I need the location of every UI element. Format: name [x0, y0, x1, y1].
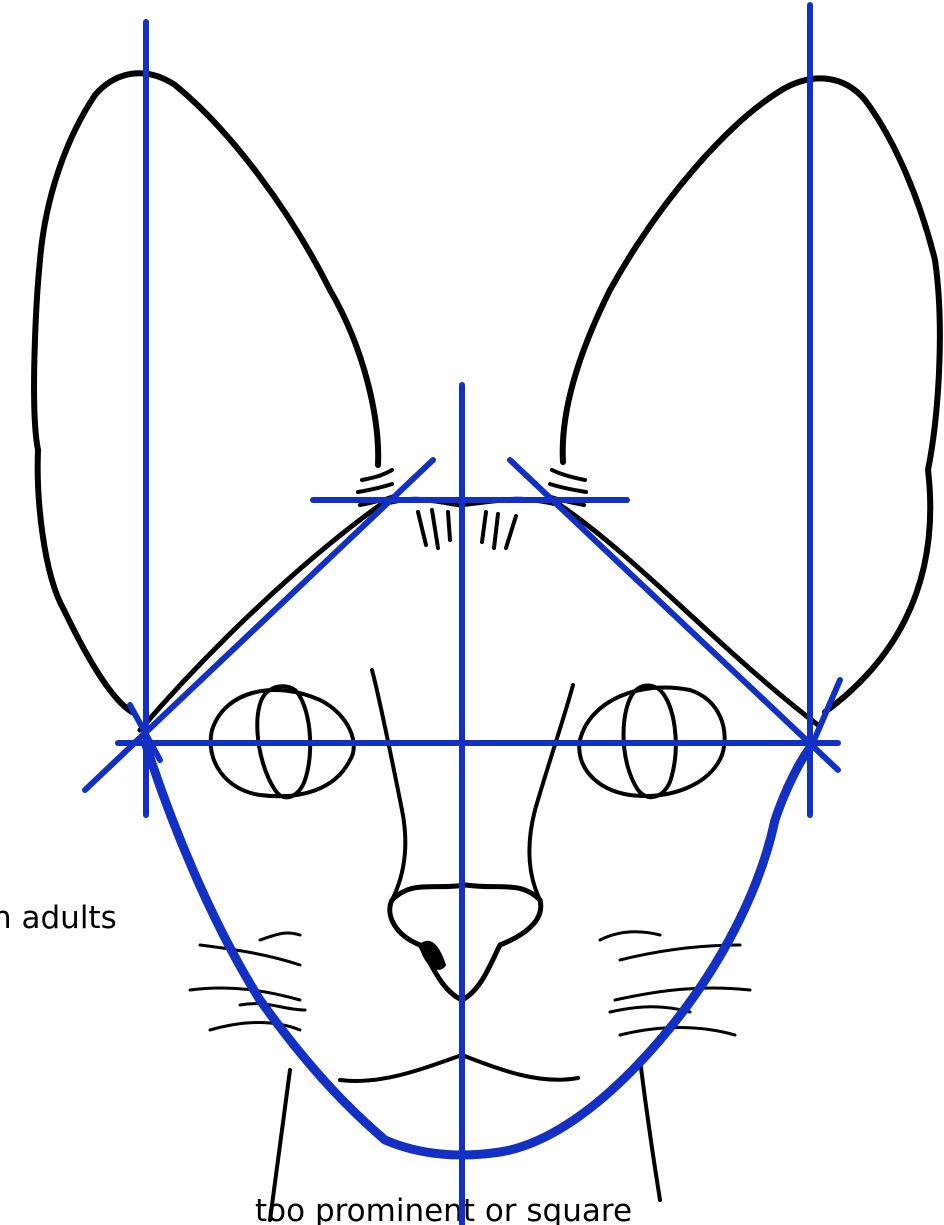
- neck-right: [640, 1060, 660, 1200]
- jaw-curve-guide: [146, 745, 812, 1155]
- right-small-cross: [812, 680, 840, 745]
- left-ear-outline: [34, 73, 378, 712]
- nose-outline: [390, 885, 541, 1000]
- nostril: [420, 942, 445, 969]
- nose-bridge-right: [529, 685, 573, 900]
- forehead-wrinkles: [418, 510, 516, 548]
- right-ear-outline: [563, 78, 940, 712]
- nose-bridge-left: [372, 670, 405, 900]
- neck-left: [270, 1070, 290, 1220]
